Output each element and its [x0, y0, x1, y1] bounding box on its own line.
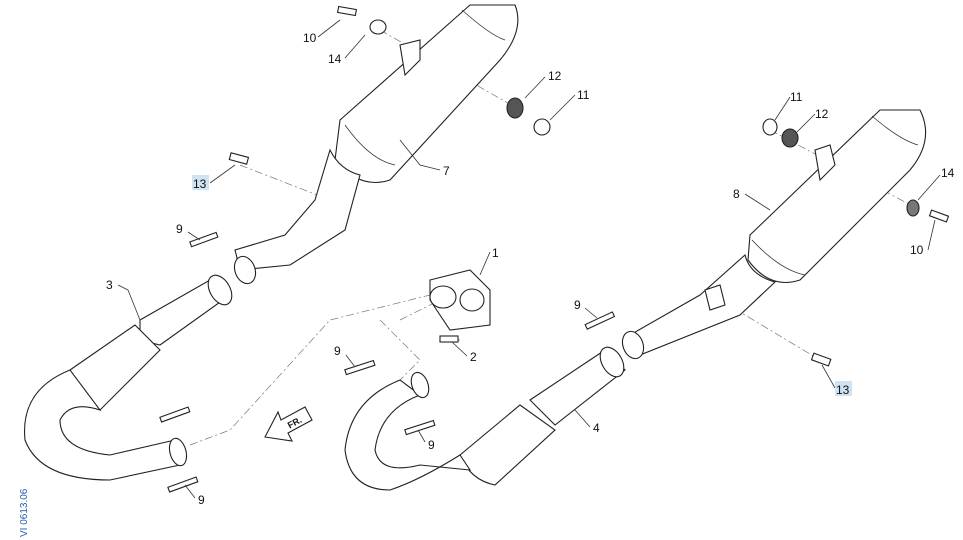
label-9: 9: [198, 493, 205, 507]
washer-part-14b: [906, 199, 920, 217]
grommet-part-12b: [781, 128, 799, 148]
label-4: 4: [593, 421, 600, 435]
label-12: 12: [815, 107, 829, 121]
label-10: 10: [303, 31, 317, 45]
label-9: 9: [334, 344, 341, 358]
diagram-code: VI 0613.06: [19, 488, 30, 537]
muffler-left-part-7: [233, 4, 519, 285]
label-8: 8: [733, 187, 740, 201]
label-9: 9: [428, 438, 435, 452]
bolt-part-13a: [228, 152, 250, 165]
label-13: 13: [836, 383, 850, 397]
label-2: 2: [470, 350, 477, 364]
label-11: 11: [790, 90, 803, 104]
spring-part-9f: [584, 311, 616, 330]
spring-part-9b: [344, 359, 376, 376]
grommet-part-12a: [506, 97, 524, 119]
hardware: [159, 5, 950, 493]
label-7: 7: [443, 164, 450, 178]
washer-part-14a: [369, 19, 387, 35]
label-9: 9: [574, 298, 581, 312]
spring-part-9c: [404, 419, 436, 436]
bolt-part-2: [439, 335, 459, 343]
bushing-part-11a: [533, 118, 551, 136]
bolt-part-13b: [810, 352, 832, 367]
bolt-part-10b: [928, 209, 950, 223]
part-labels: 10 14 12 11 7 13 9 3 1 2 9 9 9 4 9 8 11 …: [106, 31, 955, 507]
muffler-right-part-8: [621, 109, 927, 360]
label-9: 9: [176, 222, 183, 236]
front-direction-arrow: FR.: [264, 406, 313, 442]
label-1: 1: [492, 246, 499, 260]
label-3: 3: [106, 278, 113, 292]
header-pipe-left-part-3: [24, 274, 233, 481]
clamp-part-1: [429, 269, 491, 331]
label-10: 10: [910, 243, 924, 257]
label-12: 12: [548, 69, 562, 83]
header-pipe-right-part-4: [344, 346, 626, 491]
spring-part-9e: [167, 476, 199, 493]
label-13: 13: [193, 177, 207, 191]
bushing-part-11b: [762, 118, 778, 136]
spring-part-9d: [159, 406, 191, 423]
spring-part-9a: [189, 231, 219, 248]
bolt-part-10a: [336, 5, 358, 17]
label-14: 14: [328, 52, 342, 66]
leader-lines: [117, 19, 941, 499]
label-14: 14: [941, 166, 955, 180]
label-11: 11: [577, 88, 590, 102]
